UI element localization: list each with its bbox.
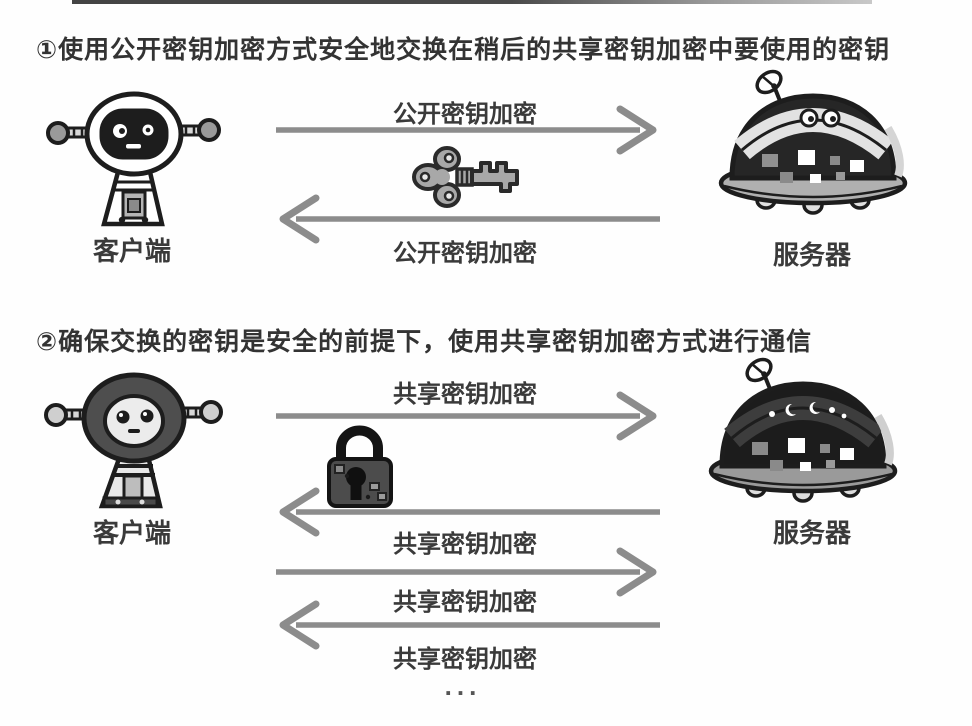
step1-title: ①使用公开密钥加密方式安全地交换在稍后的共享密钥加密中要使用的密钥	[36, 36, 891, 64]
arrow-right-icon	[276, 547, 657, 597]
step2-arrow2-label: 共享密钥加密	[393, 531, 537, 558]
top-rule	[72, 0, 872, 4]
key-icon	[412, 146, 519, 208]
step1-server-label: 服务器	[772, 240, 851, 270]
server-robot-icon	[708, 357, 898, 503]
client-robot-icon	[46, 91, 221, 227]
arrow-right-icon	[276, 105, 657, 155]
arrow-right-icon	[276, 391, 657, 441]
ellipsis-continuation: ...	[444, 671, 482, 701]
arrow-left-icon	[279, 600, 660, 650]
padlock-icon	[327, 425, 393, 508]
step2-arrow1-label: 共享密钥加密	[393, 381, 537, 408]
step2-client-label: 客户端	[92, 518, 171, 548]
step1-arrow-left-label: 公开密钥加密	[393, 240, 537, 267]
server-robot-icon	[718, 69, 908, 215]
arrow-left-icon	[279, 487, 660, 537]
step1-arrow-right-label: 公开密钥加密	[393, 101, 537, 128]
client-robot-icon	[44, 372, 223, 509]
step2-arrow3-label: 共享密钥加密	[393, 589, 537, 616]
arrow-left-icon	[279, 194, 660, 244]
step2-arrow4-label: 共享密钥加密	[393, 646, 537, 673]
step1-client-label: 客户端	[92, 236, 171, 266]
step2-title: ②确保交换的密钥是安全的前提下，使用共享密钥加密方式进行通信	[36, 328, 813, 356]
step2-server-label: 服务器	[772, 518, 851, 548]
